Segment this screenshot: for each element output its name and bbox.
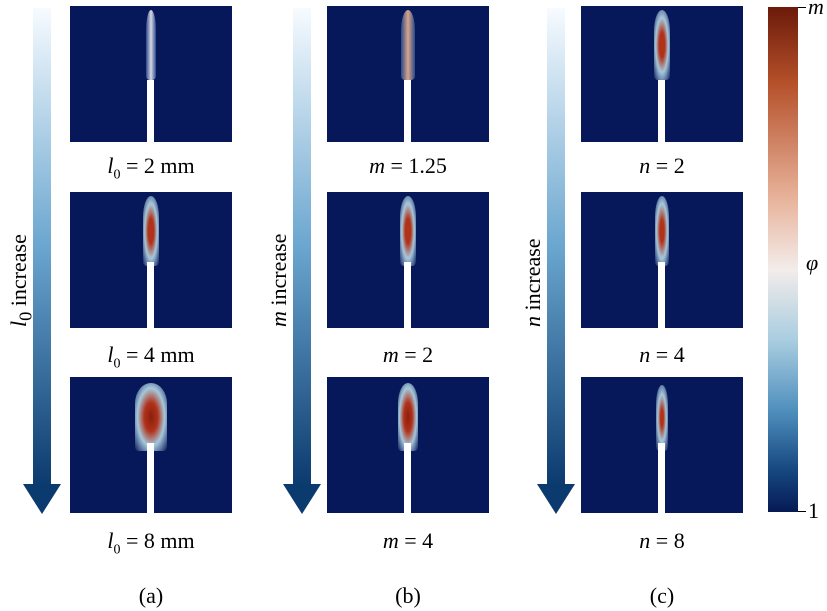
caption-c1: n = 2 [639,153,685,178]
caption-c3: n = 8 [639,528,685,553]
panel-b3 [327,377,489,513]
sublabel-b: (b) [395,583,421,608]
panel-c3 [581,377,743,513]
colorbar-tick-top [798,7,806,8]
panel-a1 [70,6,232,142]
caption-b1: m = 1.25 [369,153,447,178]
colorbar-bottom-label: 1 [808,498,819,523]
colorbar [768,7,798,512]
arrow-label-c: n increase [520,238,545,327]
caption-b2: m = 2 [382,342,434,367]
arrow-label-a: l0 increase [6,234,36,327]
arrow-l0-increase [23,8,61,514]
caption-a3: l0 = 8 mm [107,528,195,558]
caption-b3: m = 4 [382,528,434,553]
caption-a1: l0 = 2 mm [107,153,195,183]
panel-c2 [581,192,743,328]
panel-b1 [327,6,489,142]
caption-a2: l0 = 4 mm [107,342,195,372]
arrow-n-increase [537,8,575,514]
colorbar-top-label: m [808,0,824,19]
caption-c2: n = 4 [639,342,685,367]
colorbar-phi-symbol: φ [806,250,819,275]
panel-a3 [70,377,232,513]
arrow-label-b: m increase [266,233,291,327]
panel-b2 [327,192,489,328]
arrow-m-increase [283,8,321,514]
colorbar-tick-bottom [798,511,806,512]
sublabel-c: (c) [649,583,675,608]
panel-c1 [581,6,743,142]
panel-a2 [70,192,232,328]
sublabel-a: (a) [138,583,164,608]
